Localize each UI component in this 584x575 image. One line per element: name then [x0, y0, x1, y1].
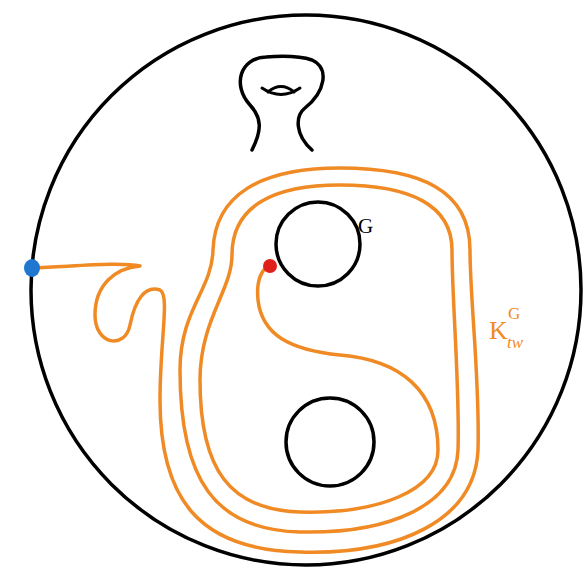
arc-end-point: [263, 259, 277, 273]
arc-name: K: [489, 318, 508, 344]
boundary-circle: [286, 398, 374, 486]
boundary-name: G: [358, 216, 373, 237]
arc-subscript: tw: [507, 334, 523, 351]
boundary-circle-g: [276, 202, 360, 286]
handle-hole-upper: [268, 87, 294, 93]
outer-boundary: [31, 15, 581, 565]
twisted-arc: [32, 168, 478, 552]
arc-start-point: [24, 259, 40, 277]
handle: [240, 56, 323, 150]
arc-superscript: G: [508, 305, 520, 322]
